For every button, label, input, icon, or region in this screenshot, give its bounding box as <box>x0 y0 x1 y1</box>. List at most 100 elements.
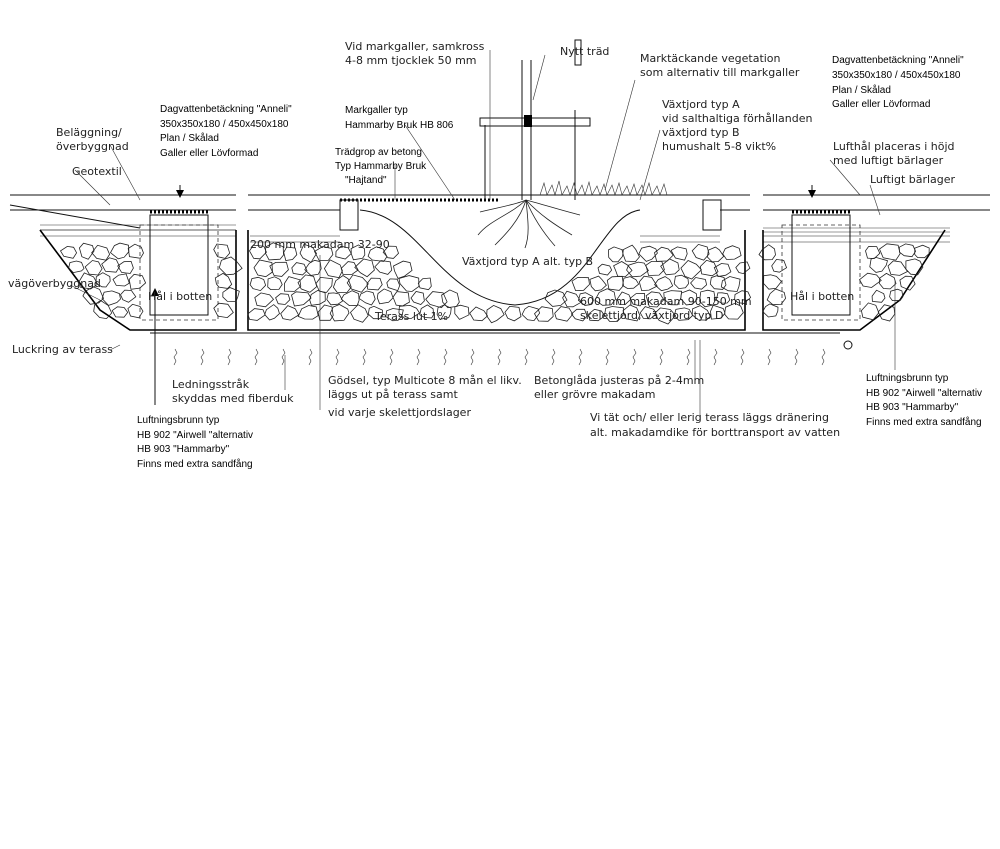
stone <box>734 290 752 304</box>
stone <box>329 304 350 322</box>
stone <box>410 291 425 305</box>
stone <box>735 261 751 275</box>
stone <box>879 243 901 261</box>
label-dagvatten-left-4: Galler eller Lövformad <box>160 148 258 159</box>
label-lufthal-2: med luftigt bärlager <box>833 154 944 167</box>
stone <box>264 304 280 321</box>
soil-mark <box>686 348 691 366</box>
label-ledningsstrak-2: skyddas med fiberduk <box>172 392 294 405</box>
stone <box>267 276 283 291</box>
stone <box>213 243 231 259</box>
arrowhead-luftning-left <box>151 288 159 296</box>
stone <box>533 306 554 322</box>
annotations: Vid markgaller, samkross 4-8 mm tjocklek… <box>8 40 982 470</box>
stone <box>335 245 352 260</box>
label-dagvatten-left-3: Plan / Skålad <box>160 132 219 144</box>
stone <box>291 262 308 276</box>
stone <box>645 291 665 308</box>
soil-mark <box>524 348 529 366</box>
stone <box>877 304 896 322</box>
label-hal-i-botten-right: Hål i botten <box>790 290 854 303</box>
stone <box>706 246 725 263</box>
stone <box>315 276 333 293</box>
stone <box>222 287 240 303</box>
label-dagvatten-left-1: Dagvattenbetäckning "Anneli" <box>160 104 292 115</box>
stone <box>109 242 130 260</box>
label-tradgrop-2: Typ Hammarby Bruk <box>335 161 427 172</box>
tree <box>477 39 668 249</box>
label-makadam-600-1: 600 mm makadam 90-150 mm <box>580 295 752 308</box>
stone <box>367 246 388 262</box>
stone <box>425 291 448 309</box>
label-luftning-left-1: Luftningsbrunn typ <box>137 415 220 426</box>
soil-mark <box>821 348 826 366</box>
stone <box>84 260 103 276</box>
stone <box>297 274 318 293</box>
stone <box>869 257 888 273</box>
stone <box>68 260 85 274</box>
stone <box>663 290 683 306</box>
soil-mark <box>362 348 367 366</box>
drainage-well-right <box>781 185 861 350</box>
stone <box>128 273 147 290</box>
label-terass-lut: Terass lut 1% <box>374 310 448 323</box>
soil-mark <box>605 348 610 366</box>
stone <box>562 290 582 308</box>
stone <box>218 256 243 276</box>
stone <box>291 291 312 307</box>
stone <box>504 305 522 322</box>
stone <box>604 306 625 322</box>
stone <box>571 276 590 292</box>
tree-roots <box>477 199 581 249</box>
label-vid-markgaller: Vid markgaller, samkross <box>345 40 485 53</box>
stone <box>112 273 130 287</box>
stone <box>589 275 607 292</box>
stone <box>626 261 649 278</box>
soil-mark <box>740 348 745 366</box>
stone <box>638 245 658 262</box>
stone <box>709 275 727 290</box>
soil-mark <box>659 348 664 366</box>
soil-marks <box>173 348 826 366</box>
stone <box>622 276 640 289</box>
label-nytt-trad: Nytt träd <box>560 45 609 58</box>
stone <box>871 289 886 303</box>
label-luftning-left-3: HB 903 "Hammarby" <box>137 444 230 455</box>
stone <box>283 276 302 292</box>
label-vid-tat-2: alt. makadamdike för borttransport av va… <box>590 426 840 439</box>
stone <box>763 274 782 290</box>
stone <box>887 260 909 276</box>
label-vid-markgaller-2: 4-8 mm tjocklek 50 mm <box>345 54 477 67</box>
stone <box>860 302 880 321</box>
label-makadam-600-2: skelettjord, växtjord typ D <box>580 309 723 322</box>
label-tradgrop-1: Trädgrop av betong <box>335 147 422 158</box>
stone <box>253 259 273 278</box>
soil-mark <box>254 348 259 366</box>
label-luftning-right-2: HB 902 "Airwell "alternativ <box>866 388 982 399</box>
soil-mark <box>551 348 556 366</box>
soil-mark <box>767 348 772 366</box>
stone <box>577 292 594 306</box>
stone <box>120 289 137 303</box>
stone <box>654 276 674 292</box>
stone <box>117 260 134 274</box>
label-dagvatten-right-4: Galler eller Lövformad <box>832 99 930 110</box>
stone <box>247 308 266 321</box>
stone <box>374 260 393 275</box>
stone <box>699 259 719 277</box>
stone <box>622 304 641 322</box>
label-marktackande: Marktäckande vegetation <box>640 52 781 65</box>
stone <box>454 304 470 320</box>
stone <box>724 302 744 320</box>
soil-mark <box>416 348 421 366</box>
label-luckring: Luckring av terass <box>12 343 113 356</box>
stone <box>570 308 588 322</box>
label-hal-i-botten-left: Hål i botten <box>148 290 212 303</box>
label-vaxtjord-a-2: vid salthaltiga förhållanden <box>662 112 812 125</box>
soil-mark <box>173 348 178 366</box>
label-tradgrop-3: "Hajtand" <box>345 175 387 186</box>
stone <box>417 277 432 291</box>
stone <box>691 243 710 261</box>
label-belaggning-2: överbyggnad <box>56 140 129 153</box>
